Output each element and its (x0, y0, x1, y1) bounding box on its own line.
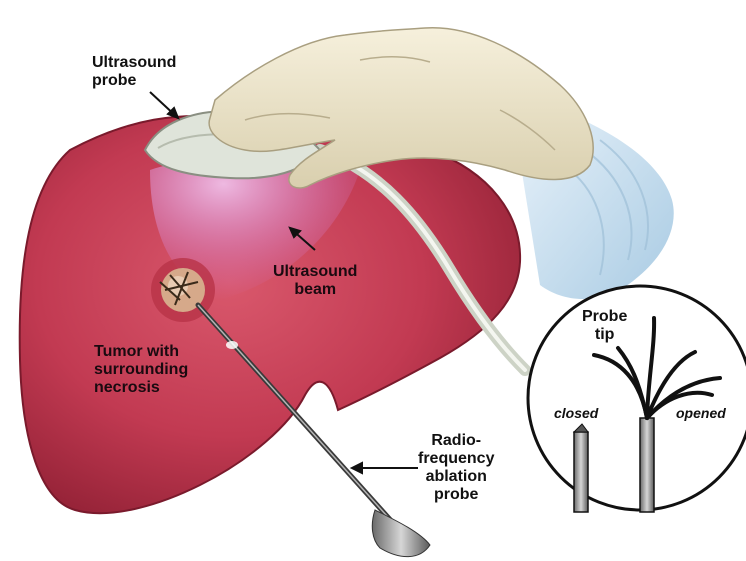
label-ultrasound-probe: Ultrasound probe (92, 54, 176, 90)
closed-probe-tip (574, 424, 588, 512)
label-probe-tip: Probe tip (582, 308, 627, 344)
probe-tip-inset (528, 286, 746, 512)
label-closed: closed (554, 404, 598, 422)
label-rf-ablation-probe: Radio- frequency ablation probe (418, 432, 494, 504)
label-opened: opened (676, 404, 726, 422)
label-tumor: Tumor with surrounding necrosis (94, 343, 188, 397)
rf-probe-handle (372, 510, 430, 557)
label-ultrasound-beam: Ultrasound beam (273, 263, 357, 299)
